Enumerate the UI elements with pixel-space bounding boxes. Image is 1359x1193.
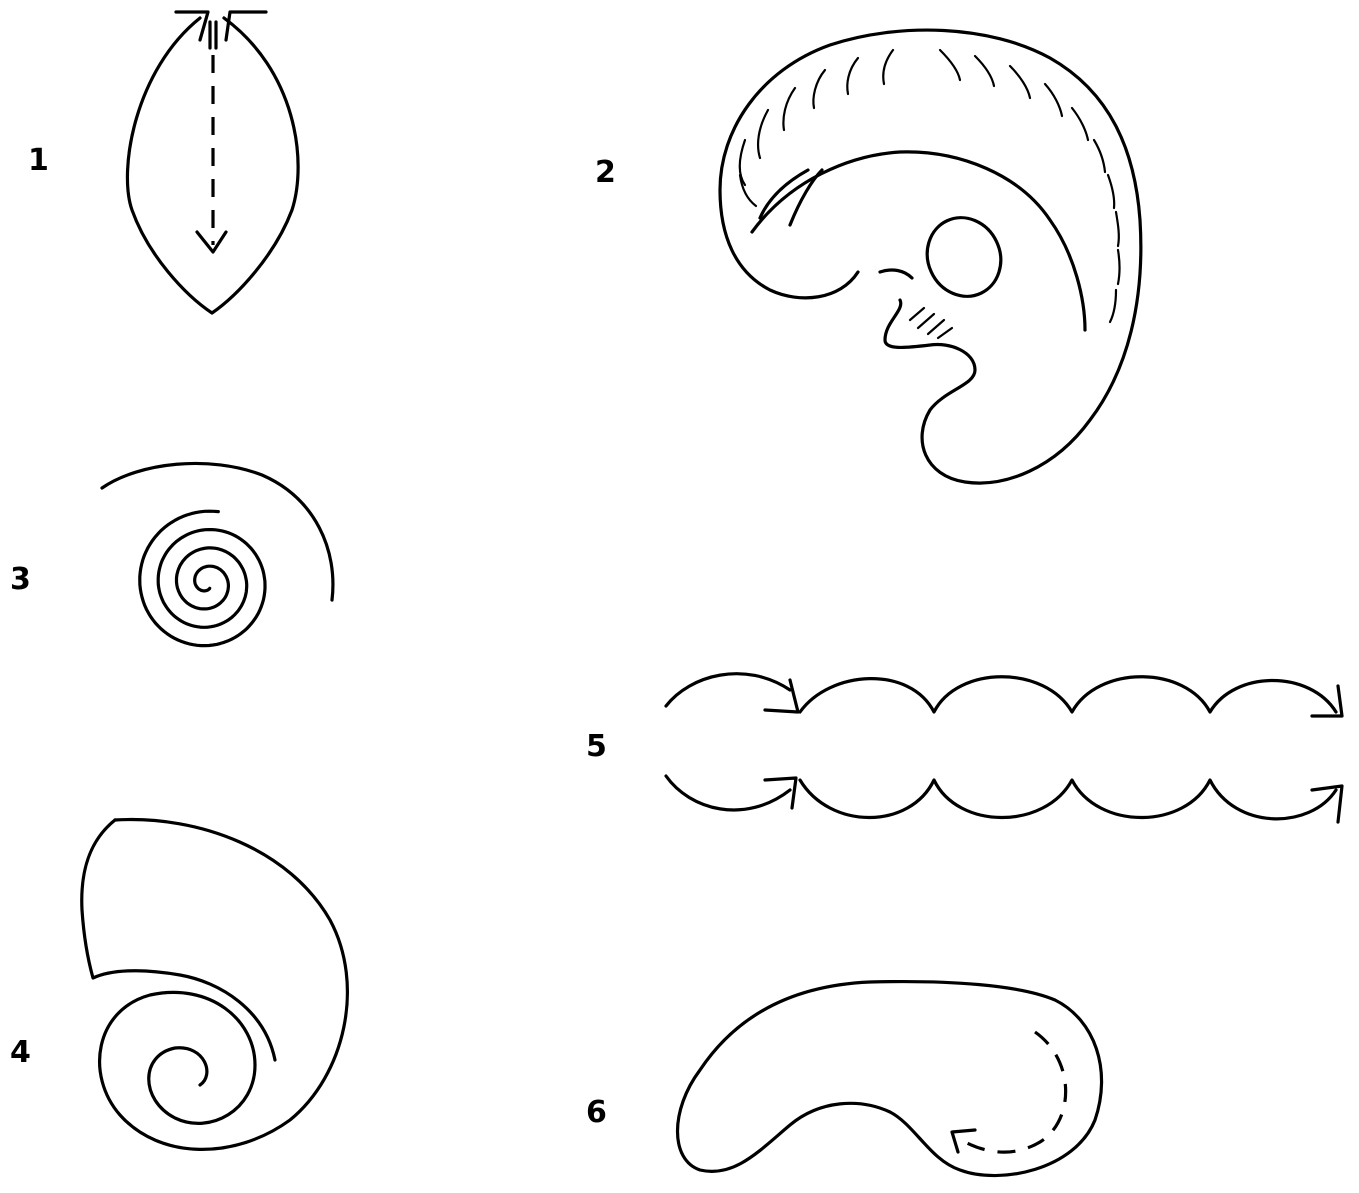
spiral-path bbox=[140, 511, 265, 645]
spiral-outer-arc bbox=[102, 463, 333, 600]
inner-fold bbox=[760, 170, 808, 218]
bottom-wave bbox=[666, 776, 1336, 819]
figure-2-curled-embryo bbox=[720, 30, 1141, 483]
center-top-strokes bbox=[210, 22, 216, 48]
shell-outline bbox=[100, 820, 348, 1150]
embryo-outline bbox=[720, 30, 1141, 483]
blob-outline bbox=[678, 982, 1102, 1176]
top-wave bbox=[666, 674, 1336, 712]
eye-oval bbox=[914, 206, 1013, 309]
hatching-ridges bbox=[740, 50, 1120, 322]
figure-6-curved-blob bbox=[678, 982, 1102, 1176]
inner-curve bbox=[752, 152, 1085, 330]
figure-1-lens bbox=[127, 12, 298, 313]
bottom-arrow-2 bbox=[1312, 786, 1342, 822]
mouth-mark bbox=[880, 270, 912, 278]
curve-arrow-head bbox=[952, 1130, 975, 1152]
dashed-curve-arrow bbox=[965, 1032, 1066, 1152]
figure-5-wave-chain bbox=[666, 674, 1342, 822]
figure-4-coiled-shell bbox=[82, 820, 348, 1150]
hatch-chin bbox=[910, 308, 952, 338]
figure-3-spiral bbox=[102, 463, 333, 645]
